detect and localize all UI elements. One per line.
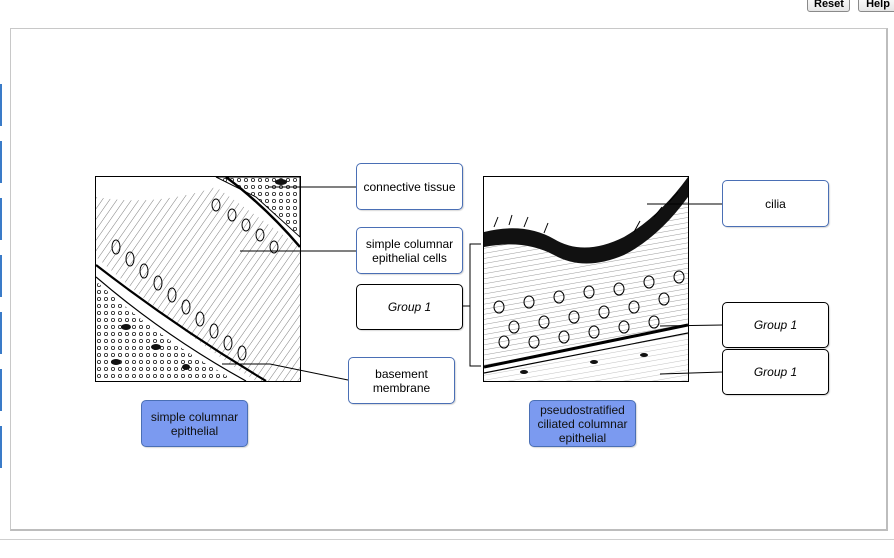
rail-tab[interactable]: [0, 198, 2, 240]
caption-pseudostratified[interactable]: pseudostratified ciliated columnar epith…: [529, 400, 636, 447]
rail-tab[interactable]: [0, 84, 2, 126]
simple-columnar-histology-image: [95, 176, 301, 382]
divider: [0, 539, 894, 540]
drop-target-group-right-bottom[interactable]: Group 1: [722, 349, 829, 395]
drop-target-group-left[interactable]: Group 1: [356, 284, 463, 330]
histology-drawing: [96, 177, 300, 381]
label-cilia[interactable]: cilia: [722, 180, 829, 227]
rail-tab[interactable]: [0, 426, 2, 468]
drop-target-group-right-top[interactable]: Group 1: [722, 302, 829, 348]
pseudostratified-histology-image: [483, 176, 689, 382]
help-button[interactable]: Help: [858, 0, 894, 12]
label-basement-membrane[interactable]: basement membrane: [348, 357, 455, 404]
rail-tab[interactable]: [0, 312, 2, 354]
label-connective-tissue[interactable]: connective tissue: [356, 163, 463, 210]
rail-tab[interactable]: [0, 255, 2, 297]
rail-tab[interactable]: [0, 141, 2, 183]
histology-drawing: [484, 177, 688, 381]
caption-simple-columnar[interactable]: simple columnar epithelial: [141, 400, 248, 447]
reset-button[interactable]: Reset: [807, 0, 850, 12]
left-tab-rail: [0, 28, 8, 528]
rail-tab[interactable]: [0, 369, 2, 411]
label-simple-columnar-cells[interactable]: simple columnar epithelial cells: [356, 227, 463, 274]
